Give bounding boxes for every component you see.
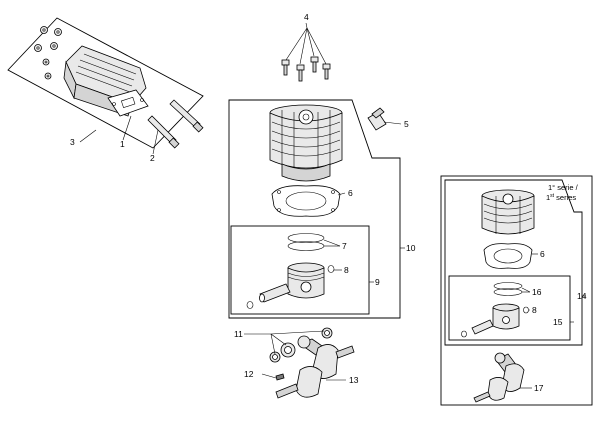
first-series-cylinder [481, 189, 535, 235]
cylinder-base-gasket: 6 [271, 185, 353, 217]
crankshaft-group: 11 12 13 [234, 327, 359, 399]
callout-6: 6 [348, 188, 353, 198]
piston-rings: 7 [287, 233, 347, 251]
first-series-piston [461, 282, 529, 338]
muffler-group-frame [7, 17, 204, 149]
muffler-gasket [107, 89, 149, 117]
cylinder-group-10: 5 6 7 [228, 99, 416, 319]
piston-group-frame [230, 225, 370, 315]
muffler-nuts [34, 26, 62, 80]
crankshaft [275, 335, 355, 399]
callout-7: 7 [342, 241, 347, 251]
cylinder-screws: 4 [281, 12, 331, 82]
first-series-frame [440, 175, 593, 406]
piston-pin [259, 283, 291, 303]
piston [287, 262, 325, 299]
crankshaft-bearings [269, 327, 333, 363]
callout-4: 4 [304, 12, 309, 22]
callout-15: 15 [553, 317, 563, 327]
callout-5: 5 [404, 119, 409, 129]
muffler-bolts [147, 99, 204, 149]
callout-16: 16 [532, 287, 542, 297]
cylinder-group-frame [228, 99, 401, 319]
crankshaft-key [275, 373, 285, 381]
callout-12: 12 [244, 369, 254, 379]
decompression-valve: 5 [367, 107, 409, 131]
series-note-line2: 1st series [546, 193, 576, 202]
cylinder [269, 104, 343, 182]
circlips: 8 [246, 265, 349, 309]
muffler-group: 1 2 3 [7, 17, 204, 163]
callout-14: 14 [577, 291, 587, 301]
callout-6b: 6 [540, 249, 545, 259]
first-series-group-14: 1° serie / 1st series 6 [440, 175, 593, 406]
callout-11: 11 [234, 329, 243, 339]
callout-17: 17 [534, 383, 544, 393]
callout-9: 9 [375, 277, 380, 287]
first-series-inner-frame [444, 179, 583, 346]
first-series-piston-frame [448, 275, 571, 341]
callout-8: 8 [344, 265, 349, 275]
callout-1: 1 [120, 139, 125, 149]
callout-13: 13 [349, 375, 359, 385]
callout-10: 10 [406, 243, 416, 253]
callout-8b: 8 [532, 305, 537, 315]
first-series-crankshaft [473, 352, 525, 403]
first-series-gasket: 6 [483, 243, 545, 269]
callout-3: 3 [70, 137, 75, 147]
series-note-line1: 1° serie / [548, 183, 579, 192]
callout-2: 2 [150, 153, 155, 163]
